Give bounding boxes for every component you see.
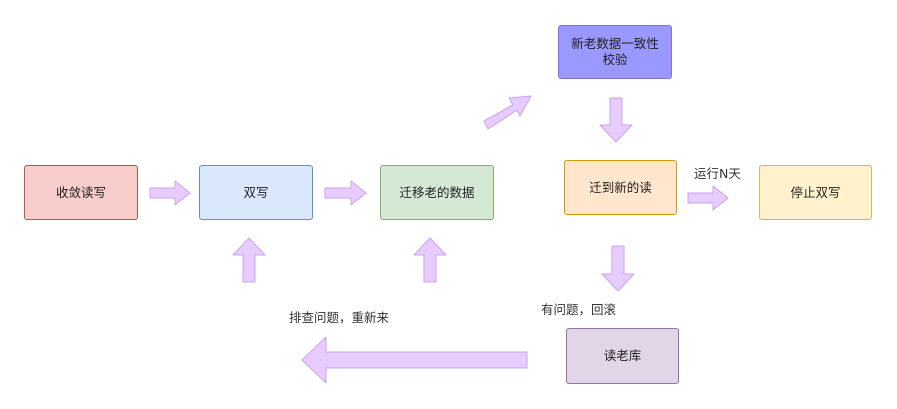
node-migrate-label: 迁移老的数据 xyxy=(399,184,475,200)
node-consistency: 新老数据一致性校验 xyxy=(558,25,672,79)
node-dual-write-label: 双写 xyxy=(243,184,269,200)
edge-label-run-n-days: 运行N天 xyxy=(694,166,741,181)
node-dual-write: 双写 xyxy=(199,165,313,220)
arrow-converge-to-dual-write xyxy=(149,180,191,206)
arrow-switch-read-to-stop-dual xyxy=(687,185,729,211)
edge-label-problem-rollback: 有问题，回滚 xyxy=(541,302,617,317)
node-read-old-label: 读老库 xyxy=(603,348,642,363)
node-stop-dual: 停止双写 xyxy=(759,165,872,220)
arrow-consistency-to-switch-read xyxy=(599,97,633,143)
arrow-up-to-dual-write xyxy=(232,237,266,283)
node-migrate: 迁移老的数据 xyxy=(380,165,494,220)
arrow-switch-read-to-read-old xyxy=(601,245,635,292)
edge-label-debug-restart: 排查问题，重新来 xyxy=(289,310,390,325)
node-converge-label: 收敛读写 xyxy=(55,184,106,200)
node-switch-read-label: 迁到新的读 xyxy=(589,179,652,195)
node-consistency-label: 新老数据一致性校验 xyxy=(571,36,659,67)
arrow-read-old-back xyxy=(301,336,528,384)
node-stop-dual-label: 停止双写 xyxy=(790,184,841,200)
arrow-dual-write-to-migrate xyxy=(324,180,367,206)
node-converge: 收敛读写 xyxy=(24,165,138,220)
node-read-old: 读老库 xyxy=(566,328,679,384)
arrow-migrate-to-consistency xyxy=(483,95,532,130)
node-switch-read: 迁到新的读 xyxy=(564,160,677,215)
arrow-up-to-migrate xyxy=(413,237,447,283)
